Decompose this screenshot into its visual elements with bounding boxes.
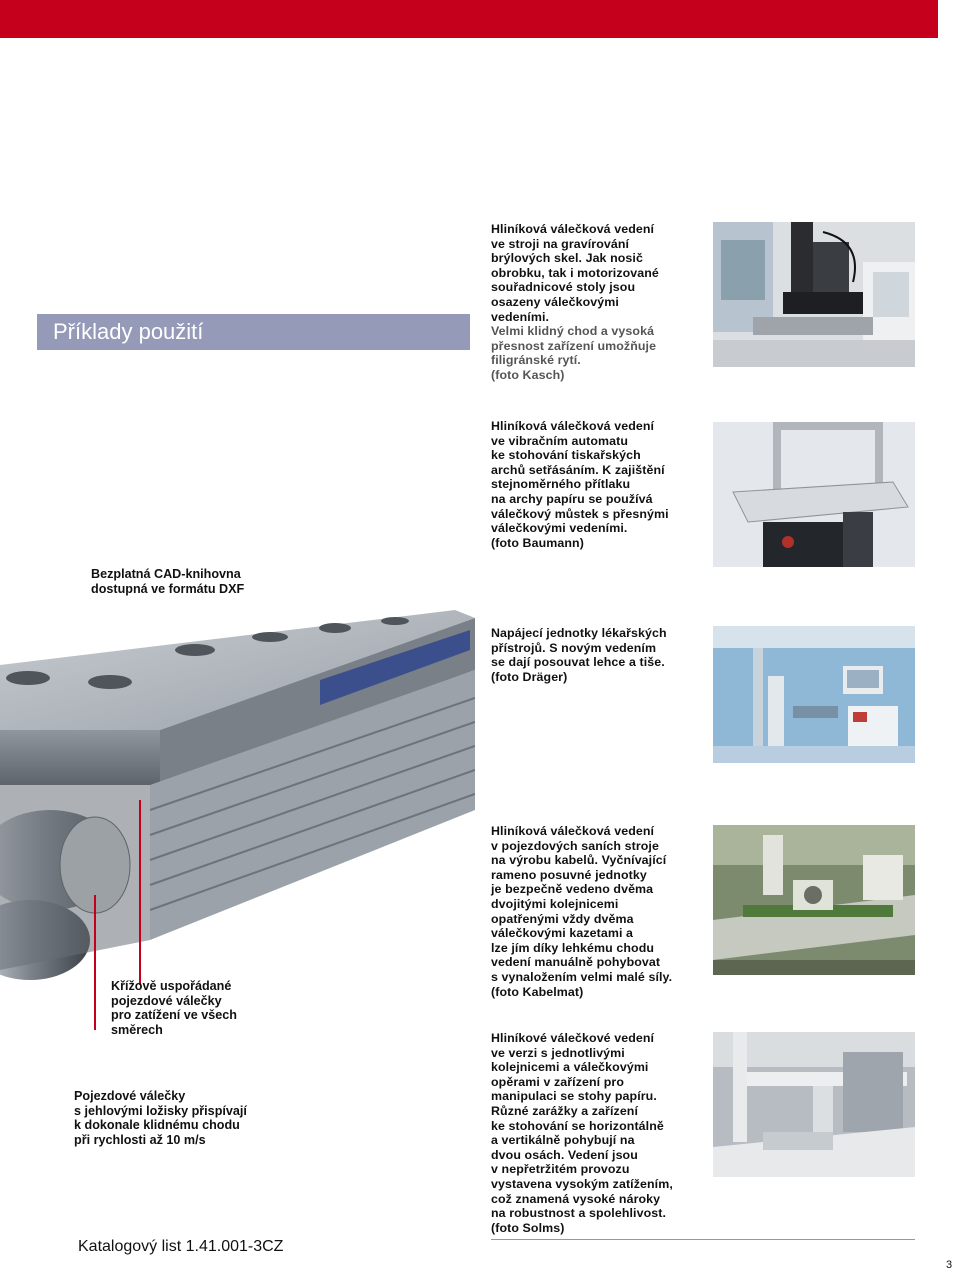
- caption-line: se dají posouvat lehce a tiše.: [491, 655, 665, 670]
- photo-kabelmat-cable-machine: [713, 825, 915, 975]
- callout-needle-rollers: Pojezdové válečky s jehlovými ložisky př…: [74, 1089, 334, 1147]
- caption-line: vystavena vysokým zatížením,: [491, 1176, 673, 1191]
- caption-baumann: Hliníková válečková vedení ve vibračním …: [491, 419, 701, 550]
- caption-line: což znamená vysoké nároky: [491, 1191, 661, 1206]
- footer-rule: [491, 1239, 915, 1240]
- caption-line: rameno posuvné jednotky: [491, 867, 647, 882]
- caption-solms: Hliníkové válečkové vedení ve verzi s je…: [491, 1031, 701, 1235]
- section-title-banner: Příklady použití: [37, 314, 470, 350]
- linear-guide-rail-illustration: [0, 610, 475, 1030]
- caption-line: Velmi klidný chod a vysoká: [491, 324, 655, 339]
- caption-line: Hliníkové válečkové vedení: [491, 1031, 655, 1045]
- caption-line: na robustnost a spolehlivost.: [491, 1206, 667, 1221]
- caption-line: opatřenými vždy dvěma: [491, 911, 634, 926]
- caption-draeger: Napájecí jednotky lékařských přístrojů. …: [491, 626, 701, 684]
- caption-line: válečkovými kazetami a: [491, 926, 634, 941]
- caption-line: (foto Solms): [491, 1220, 565, 1235]
- caption-line: v nepřetržitém provozu: [491, 1162, 630, 1177]
- caption-line: s vynaložením velmi malé síly.: [491, 969, 673, 984]
- caption-line: přesnost zařízení umožňuje: [491, 338, 657, 353]
- caption-line: ve vibračním automatu: [491, 433, 629, 448]
- caption-line: (foto Kabelmat): [491, 984, 584, 999]
- caption-line: (foto Baumann): [491, 535, 584, 550]
- caption-line: filigránské rytí.: [491, 353, 581, 368]
- caption-line: brýlových skel. Jak nosič: [491, 251, 643, 266]
- caption-line: a vertikálně pohybují na: [491, 1133, 635, 1148]
- callout-line: dostupná ve formátu DXF: [91, 581, 245, 596]
- page-number: 3: [946, 1259, 953, 1271]
- photo-solms-paper-handling: [713, 1032, 915, 1177]
- caption-line: archů setřásáním. K zajištění: [491, 462, 665, 477]
- caption-line: vedení manuálně pohybovat: [491, 955, 661, 970]
- caption-line: souřadnicové stoly jsou: [491, 280, 636, 295]
- caption-line: dvojitými kolejnicemi: [491, 896, 619, 911]
- callout-line: k dokonale klidnému chodu: [74, 1118, 240, 1133]
- photo-kasch-engraving-machine: [713, 222, 915, 367]
- top-color-bar: [0, 0, 938, 38]
- caption-line: ve verzi s jednotlivými: [491, 1045, 625, 1060]
- photo-draeger-medical-supply-units: [713, 626, 915, 763]
- caption-line: v pojezdových saních stroje: [491, 838, 659, 853]
- callout-cad-library: Bezplatná CAD-knihovna dostupná ve formá…: [91, 567, 331, 596]
- caption-line: válečkovými vedeními.: [491, 521, 628, 536]
- caption-line: opěrami v zařízení pro: [491, 1074, 625, 1089]
- caption-line: vedeními.: [491, 309, 550, 324]
- callout-line: s jehlovými ložisky přispívají: [74, 1103, 247, 1118]
- callout-line: Pojezdové válečky: [74, 1089, 186, 1103]
- callout-line: směrech: [111, 1022, 163, 1037]
- caption-line: Hliníková válečková vedení: [491, 419, 655, 433]
- callout-cross-rollers: Křížově uspořádané pojezdové válečky pro…: [111, 979, 351, 1037]
- caption-line: lze jím díky lehkému chodu: [491, 940, 655, 955]
- caption-line: Napájecí jednotky lékařských: [491, 626, 667, 640]
- caption-line: na archy papíru se používá: [491, 491, 653, 506]
- callout-line: při rychlosti až 10 m/s: [74, 1132, 206, 1147]
- caption-line: obrobku, tak i motorizované: [491, 265, 659, 280]
- caption-line: kolejnicemi a válečkovými: [491, 1060, 649, 1075]
- caption-line: ve stroji na gravírování: [491, 236, 630, 251]
- caption-line: Různé zarážky a zařízení: [491, 1103, 639, 1118]
- caption-line: osazeny válečkovými: [491, 294, 619, 309]
- caption-kasch: Hliníková válečková vedení ve stroji na …: [491, 222, 701, 383]
- caption-kabelmat: Hliníková válečková vedení v pojezdových…: [491, 824, 701, 999]
- caption-line: dvou osách. Vedení jsou: [491, 1147, 638, 1162]
- caption-line: Hliníková válečková vedení: [491, 222, 655, 236]
- caption-line: manipulaci se stohy papíru.: [491, 1089, 657, 1104]
- photo-baumann-stacking-machine: [713, 422, 915, 567]
- caption-line: je bezpečně vedeno dvěma: [491, 882, 654, 897]
- callout-line: pro zatížení ve všech: [111, 1008, 237, 1023]
- callout-line: Bezplatná CAD-knihovna: [91, 567, 241, 581]
- caption-line: (foto Dräger): [491, 669, 568, 684]
- caption-line: stejnoměrného přítlaku: [491, 477, 631, 492]
- callout-line: Křížově uspořádané: [111, 979, 232, 993]
- caption-line: přístrojů. S novým vedením: [491, 640, 657, 655]
- caption-line: na výrobu kabelů. Vyčnívající: [491, 853, 667, 868]
- caption-line: válečkový můstek s přesnými: [491, 506, 669, 521]
- caption-line: (foto Kasch): [491, 367, 565, 382]
- caption-line: Hliníková válečková vedení: [491, 824, 655, 838]
- callout-line: pojezdové válečky: [111, 993, 222, 1008]
- catalog-number: Katalogový list 1.41.001-3CZ: [78, 1238, 284, 1255]
- caption-line: ke stohování tiskařských: [491, 448, 641, 463]
- caption-line: ke stohování se horizontálně: [491, 1118, 664, 1133]
